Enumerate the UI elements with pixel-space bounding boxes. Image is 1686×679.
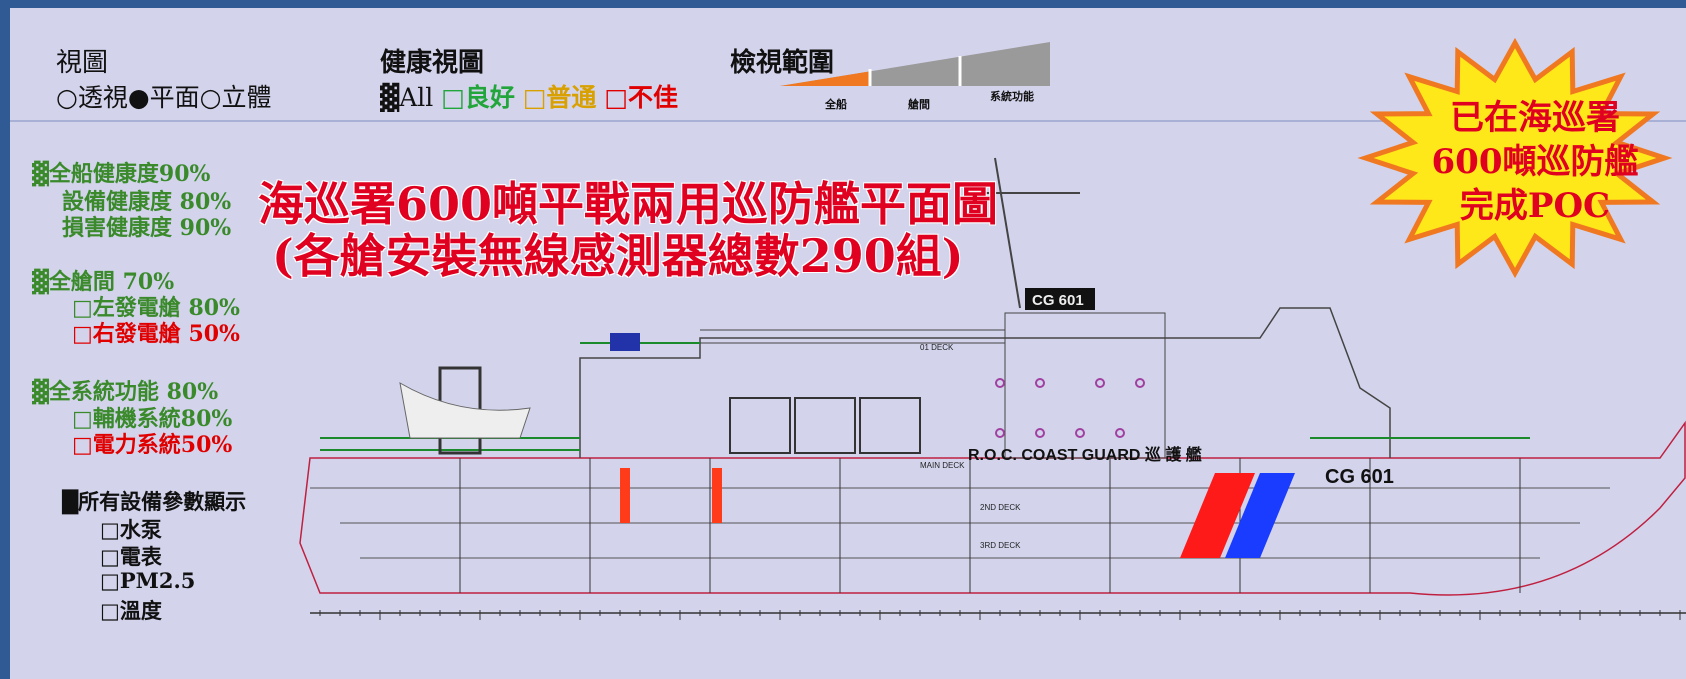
filter-poor-checkbox[interactable]: □不佳: [604, 83, 679, 112]
deck-label-main: MAIN DECK: [920, 461, 965, 470]
param-temperature-checkbox[interactable]: □溫度: [100, 598, 162, 623]
equipment-health-value: 設備健康度 80%: [62, 189, 232, 215]
door-3: [859, 397, 921, 454]
main-title-line1: 海巡署600噸平戰兩用巡防艦平面圖: [258, 177, 999, 231]
poc-badge-line-1: 已在海巡署: [1450, 98, 1620, 138]
deck-gun: [610, 333, 640, 351]
scope-label-ship[interactable]: 全船: [825, 98, 847, 111]
left-generator-room-checkbox[interactable]: □左發電艙 80%: [72, 295, 240, 321]
control-bar: 視圖 ○透視●平面○立體 健康視圖 ▓All □良好 □普通 □不佳 檢視範圍 …: [10, 8, 1686, 122]
hatch-marker-2: [712, 468, 722, 523]
ship-plan-drawing[interactable]: R.O.C. COAST GUARD 巡 護 艦 CG 601 CG 601 0…: [280, 138, 1686, 679]
mast-number: CG 601: [1032, 292, 1084, 309]
scope-slider[interactable]: [780, 42, 1060, 92]
main-title-line2: (各艙安裝無線感測器總數290組): [272, 229, 964, 283]
all-params-toggle[interactable]: █所有設備參數顯示: [62, 489, 247, 514]
param-meter-checkbox[interactable]: □電表: [100, 544, 162, 569]
scope-label-system[interactable]: 系統功能: [990, 90, 1034, 103]
deck-label-01: 01 DECK: [920, 343, 954, 352]
param-water-pump-checkbox[interactable]: □水泵: [100, 517, 162, 542]
superstructure: [579, 307, 1391, 458]
deck-label-2nd: 2ND DECK: [980, 503, 1021, 512]
health-view-title: 健康視圖: [380, 48, 485, 78]
hull-outline: [299, 420, 1686, 596]
poc-starburst-badge: [1357, 38, 1673, 278]
upper-railing: [700, 329, 1005, 344]
mast: [994, 157, 1021, 309]
bulkheads: [459, 458, 1521, 593]
hull-text: R.O.C. COAST GUARD 巡 護 艦: [968, 445, 1202, 464]
hatch-marker-1: [620, 468, 630, 523]
health-filter-group: ▓All □良好 □普通 □不佳: [380, 78, 678, 114]
ruler-ticks: [319, 610, 1681, 620]
scope-label-compartment[interactable]: 艙間: [908, 98, 930, 111]
ship-health-toggle[interactable]: ▓全船健康度90%: [32, 161, 211, 187]
app-window: 視圖 ○透視●平面○立體 健康視圖 ▓All □良好 □普通 □不佳 檢視範圍 …: [10, 8, 1686, 679]
bridge-block: [1004, 312, 1166, 459]
view-title: 視圖: [56, 48, 109, 78]
door-2: [794, 397, 856, 454]
filter-all-checkbox[interactable]: ▓All: [380, 83, 434, 112]
param-pm25-checkbox[interactable]: □PM2.5: [100, 568, 196, 593]
rescue-boat: [399, 382, 531, 439]
scope-slider-fill: [780, 71, 870, 86]
cg-stripe-blue: [1225, 473, 1295, 558]
filter-normal-checkbox[interactable]: □普通: [522, 83, 597, 112]
poc-badge-text: 已在海巡署 600噸巡防艦 完成POC: [1410, 96, 1660, 228]
compartments-toggle[interactable]: ▓全艙間 70%: [32, 269, 175, 295]
filter-good-checkbox[interactable]: □良好: [441, 83, 515, 112]
view-mode-radio-group[interactable]: ○透視●平面○立體: [56, 83, 272, 112]
deck-label-3rd: 3RD DECK: [980, 541, 1021, 550]
starburst-shape: [1357, 38, 1673, 278]
damage-health-value: 損害健康度 90%: [62, 215, 232, 241]
hull-number: CG 601: [1325, 466, 1394, 488]
portholes: [995, 378, 1145, 438]
poc-badge-line-2: 600噸巡防艦: [1431, 142, 1639, 182]
cg-stripe-red: [1180, 473, 1255, 558]
aux-systems-checkbox[interactable]: □輔機系統80%: [72, 406, 233, 432]
door-1: [729, 397, 791, 454]
poc-badge-line-3: 完成POC: [1459, 186, 1611, 226]
scope-title: 檢視範圍: [730, 48, 835, 78]
power-system-checkbox[interactable]: □電力系統50%: [72, 432, 233, 458]
systems-toggle[interactable]: ▓全系統功能 80%: [32, 379, 219, 405]
right-generator-room-checkbox[interactable]: □右發電艙 50%: [72, 321, 240, 347]
mast-number-plate: [1025, 288, 1095, 310]
